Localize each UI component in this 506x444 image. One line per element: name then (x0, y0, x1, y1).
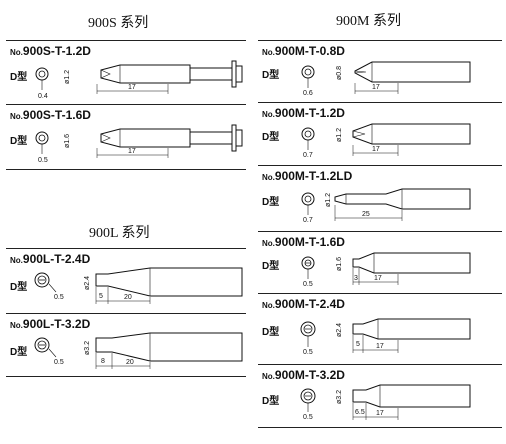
flat-length-label: 5 (356, 341, 360, 348)
tip-drawing (35, 124, 243, 158)
tip-drawing (301, 188, 471, 221)
type-label: D型 (262, 327, 280, 338)
tip-drawing (301, 252, 471, 285)
tip-diameter-label: ø1.2 (336, 127, 343, 142)
divider (258, 364, 502, 365)
tip-drawing (300, 384, 471, 420)
tip-drawing (301, 123, 471, 156)
section-title-900l: 900L 系列 (89, 226, 150, 241)
tip-diameter-label: ø1.2 (325, 192, 332, 207)
tip-card-900m-t-1-6d: No.900M-T-1.6D D型 ø1.6 0.5 3 17 (262, 235, 498, 291)
tip-card-900s-t-1-6d: No.900S-T-1.6D D型 ø1.6 0.5 17 (10, 108, 250, 166)
tip-drawing (301, 61, 471, 94)
model-name: No.900M-T-0.8D (262, 44, 345, 58)
type-label: D型 (262, 261, 280, 272)
divider (258, 231, 502, 232)
length-label: 20 (126, 359, 134, 366)
type-label: D型 (10, 136, 28, 147)
flat-length-label: 6.5 (355, 409, 365, 416)
tip-card-900l-t-2-4d: No.900L-T-2.4D D型 ø2.4 0.5 5 20 (10, 252, 250, 310)
tip-diameter-label: ø0.8 (336, 65, 343, 80)
flat-length-label: 3 (354, 275, 358, 282)
length-label: 17 (376, 343, 384, 350)
divider (6, 313, 246, 314)
tip-card-900l-t-3-2d: No.900L-T-3.2D D型 ø3.2 0.5 8 20 (10, 317, 250, 375)
tip-card-900m-t-3-2d: No.900M-T-3.2D D型 ø3.2 0.5 6.5 17 (262, 368, 498, 426)
tip-diameter-label: ø3.2 (336, 389, 343, 404)
tip-diameter-label: ø2.4 (336, 322, 343, 337)
tip-diameter-label: ø2.4 (84, 275, 91, 290)
type-label: D型 (262, 396, 280, 407)
flat-length-label: 5 (99, 293, 103, 300)
tip-drawing (35, 60, 243, 94)
model-name: No.900L-T-3.2D (10, 317, 91, 331)
point-size-label: 0.5 (38, 157, 48, 164)
divider (6, 169, 246, 170)
length-label: 17 (376, 410, 384, 417)
tip-drawing (300, 318, 471, 353)
tip-card-900m-t-0-8d: No.900M-T-0.8D D型 ø0.8 0.6 17 (262, 44, 498, 100)
point-size-label: 0.6 (303, 90, 313, 97)
length-label: 17 (128, 84, 136, 91)
tip-drawing (34, 267, 243, 304)
tip-card-900m-t-1-2d: No.900M-T-1.2D D型 ø1.2 0.7 17 (262, 106, 498, 162)
flat-length-label: 8 (101, 358, 105, 365)
type-label: D型 (262, 132, 280, 143)
point-size-label: 0.5 (54, 294, 64, 301)
divider (6, 376, 246, 377)
type-label: D型 (262, 197, 280, 208)
tip-diameter-label: ø1.6 (336, 256, 343, 271)
length-label: 17 (374, 275, 382, 282)
divider (6, 248, 246, 249)
model-name: No.900M-T-3.2D (262, 368, 345, 382)
point-size-label: 0.5 (303, 281, 313, 288)
length-label: 25 (362, 211, 370, 218)
model-name: No.900S-T-1.6D (10, 108, 91, 122)
model-name: No.900M-T-1.6D (262, 235, 345, 249)
model-name: No.900S-T-1.2D (10, 44, 91, 58)
tip-card-900s-t-1-2d: No.900S-T-1.2D D型 ø1.2 0.4 17 (10, 44, 250, 102)
divider (6, 40, 246, 41)
tip-card-900m-t-2-4d: No.900M-T-2.4D D型 ø2.4 0.5 5 17 (262, 297, 498, 361)
tip-diameter-label: ø1.6 (64, 133, 71, 148)
divider (258, 427, 502, 428)
type-label: D型 (262, 70, 280, 81)
model-name: No.900M-T-1.2D (262, 106, 345, 120)
type-label: D型 (10, 282, 28, 293)
section-title-900m: 900M 系列 (336, 14, 401, 29)
section-title-900s: 900S 系列 (88, 16, 149, 31)
tip-card-900m-t-1-2ld: No.900M-T-1.2LD D型 ø1.2 0.7 25 (262, 169, 498, 229)
length-label: 17 (128, 148, 136, 155)
divider (6, 104, 246, 105)
point-size-label: 0.5 (303, 414, 313, 421)
length-label: 17 (372, 146, 380, 153)
tip-diameter-label: ø1.2 (64, 69, 71, 84)
model-name: No.900M-T-2.4D (262, 297, 345, 311)
type-label: D型 (10, 72, 28, 83)
point-size-label: 0.7 (303, 217, 313, 224)
model-name: No.900L-T-2.4D (10, 252, 91, 266)
tip-drawing (34, 332, 243, 369)
point-size-label: 0.7 (303, 152, 313, 159)
point-size-label: 0.5 (303, 349, 313, 356)
tip-diameter-label: ø3.2 (84, 340, 91, 355)
divider (258, 293, 502, 294)
type-label: D型 (10, 347, 28, 358)
point-size-label: 0.5 (54, 359, 64, 366)
length-label: 17 (372, 84, 380, 91)
divider (258, 40, 502, 41)
divider (258, 165, 502, 166)
model-name: No.900M-T-1.2LD (262, 169, 353, 183)
length-label: 20 (124, 294, 132, 301)
point-size-label: 0.4 (38, 93, 48, 100)
divider (258, 102, 502, 103)
